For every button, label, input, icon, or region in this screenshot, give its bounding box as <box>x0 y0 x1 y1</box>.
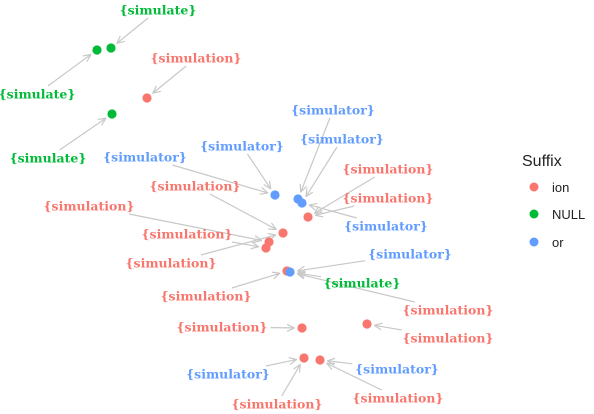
data-point-or <box>297 198 307 208</box>
legend-swatch-ion <box>529 182 539 192</box>
annotation-label: {simulate} <box>10 151 87 166</box>
annotation-label: {simulate} <box>324 276 401 291</box>
annotation-labels: {simulate}{simulation}{simulate}{simulat… <box>0 3 493 412</box>
data-point-ion <box>261 243 271 253</box>
annotation-label: {simulator} <box>300 132 384 147</box>
annotation-label: {simulation} <box>151 51 242 66</box>
legend-label-null: NULL <box>552 207 585 222</box>
annotation-label: {simulation} <box>232 397 323 412</box>
annotation-label: {simulator} <box>103 150 187 165</box>
annotation-arrow <box>306 146 338 196</box>
data-points <box>92 43 372 365</box>
annotation-label: {simulation} <box>126 256 217 271</box>
annotation-arrow <box>298 260 366 271</box>
data-point-ion <box>299 353 309 363</box>
annotation-label: {simulator} <box>200 139 284 154</box>
annotation-label: {simulation} <box>403 331 494 346</box>
data-point-ion <box>297 323 307 333</box>
annotation-arrow <box>316 205 355 215</box>
annotation-label: {simulation} <box>150 179 241 194</box>
annotation-arrow <box>375 325 402 331</box>
data-point-ion <box>362 319 372 329</box>
data-point-null <box>106 43 116 53</box>
data-point-ion <box>142 93 152 103</box>
data-point-ion <box>303 212 313 222</box>
annotation-label: {simulation} <box>177 320 268 335</box>
data-point-null <box>107 109 117 119</box>
annotation-label: {simulator} <box>355 362 439 377</box>
annotation-label: {simulation} <box>343 162 434 177</box>
annotation-label: {simulator} <box>368 247 452 262</box>
data-point-or <box>270 190 280 200</box>
annotation-label: {simulate} <box>0 87 75 102</box>
annotation-label: {simulator} <box>291 103 375 118</box>
annotation-arrow <box>298 274 415 303</box>
annotation-label: {simulation} <box>403 303 494 318</box>
annotation-arrow <box>246 153 270 188</box>
annotation-label: {simulation} <box>343 191 434 206</box>
annotation-arrow <box>328 361 353 364</box>
annotation-arrow <box>281 365 300 397</box>
annotation-arrow <box>172 164 267 193</box>
legend-title: Suffix <box>522 153 562 170</box>
legend: Suffix ion NULL or <box>522 153 585 250</box>
data-point-or <box>285 267 295 277</box>
annotation-arrow <box>231 241 258 247</box>
annotation-label: {simulator} <box>344 219 428 234</box>
annotation-arrow <box>117 17 149 43</box>
annotation-arrow <box>47 55 91 87</box>
data-point-ion <box>315 355 325 365</box>
data-point-null <box>92 45 102 55</box>
annotation-arrow <box>310 205 357 219</box>
legend-label-or: or <box>552 235 564 250</box>
annotation-arrow <box>153 65 187 93</box>
annotation-label: {simulator} <box>186 367 270 382</box>
legend-swatch-null <box>529 209 539 219</box>
annotation-label: {simulation} <box>44 199 135 214</box>
annotation-arrows <box>47 17 415 397</box>
annotation-label: {simulate} <box>120 3 197 18</box>
annotation-arrow <box>327 364 382 391</box>
annotation-arrow <box>301 117 331 192</box>
data-point-ion <box>278 228 288 238</box>
annotation-arrow <box>128 213 261 240</box>
annotation-label: {simulation} <box>353 391 444 406</box>
annotation-label: {simulation} <box>161 289 252 304</box>
annotation-arrow <box>200 235 275 256</box>
legend-label-ion: ion <box>552 180 569 195</box>
annotation-label: {simulation} <box>142 227 233 242</box>
legend-swatch-or <box>529 237 539 247</box>
annotation-arrow <box>265 360 296 367</box>
annotation-arrow <box>315 176 376 213</box>
annotation-arrow <box>209 193 276 229</box>
annotation-arrow <box>231 273 280 289</box>
annotation-arrow <box>59 119 106 151</box>
